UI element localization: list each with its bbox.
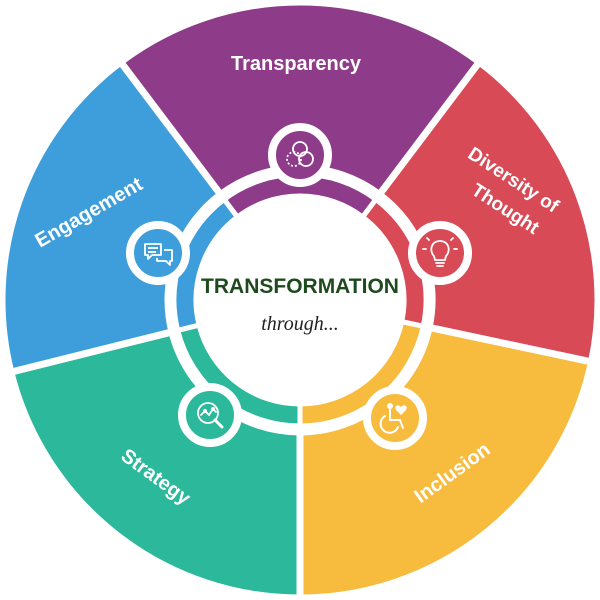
center-title: TRANSFORMATION: [201, 275, 399, 298]
strategy-icon-bubble: [178, 383, 242, 447]
hub-center-disc: [196, 196, 404, 404]
lightbulb-icon: [422, 237, 458, 267]
center-subtitle: through...: [261, 313, 339, 335]
magnifier-chart-icon: [197, 402, 224, 429]
transparency-label: Transparency: [231, 53, 362, 75]
engagement-icon-bubble: [126, 221, 190, 285]
diversity-icon-bubble: [408, 221, 472, 285]
wheelchair-icon: [379, 403, 407, 434]
inclusion-icon-bubble: [363, 386, 427, 450]
venn-circles-icon: [286, 141, 314, 167]
chat-bubbles-icon: [144, 243, 173, 266]
transparency-icon-bubble: [268, 123, 332, 187]
icon-bubbles: [126, 123, 472, 450]
hub: [165, 165, 435, 435]
